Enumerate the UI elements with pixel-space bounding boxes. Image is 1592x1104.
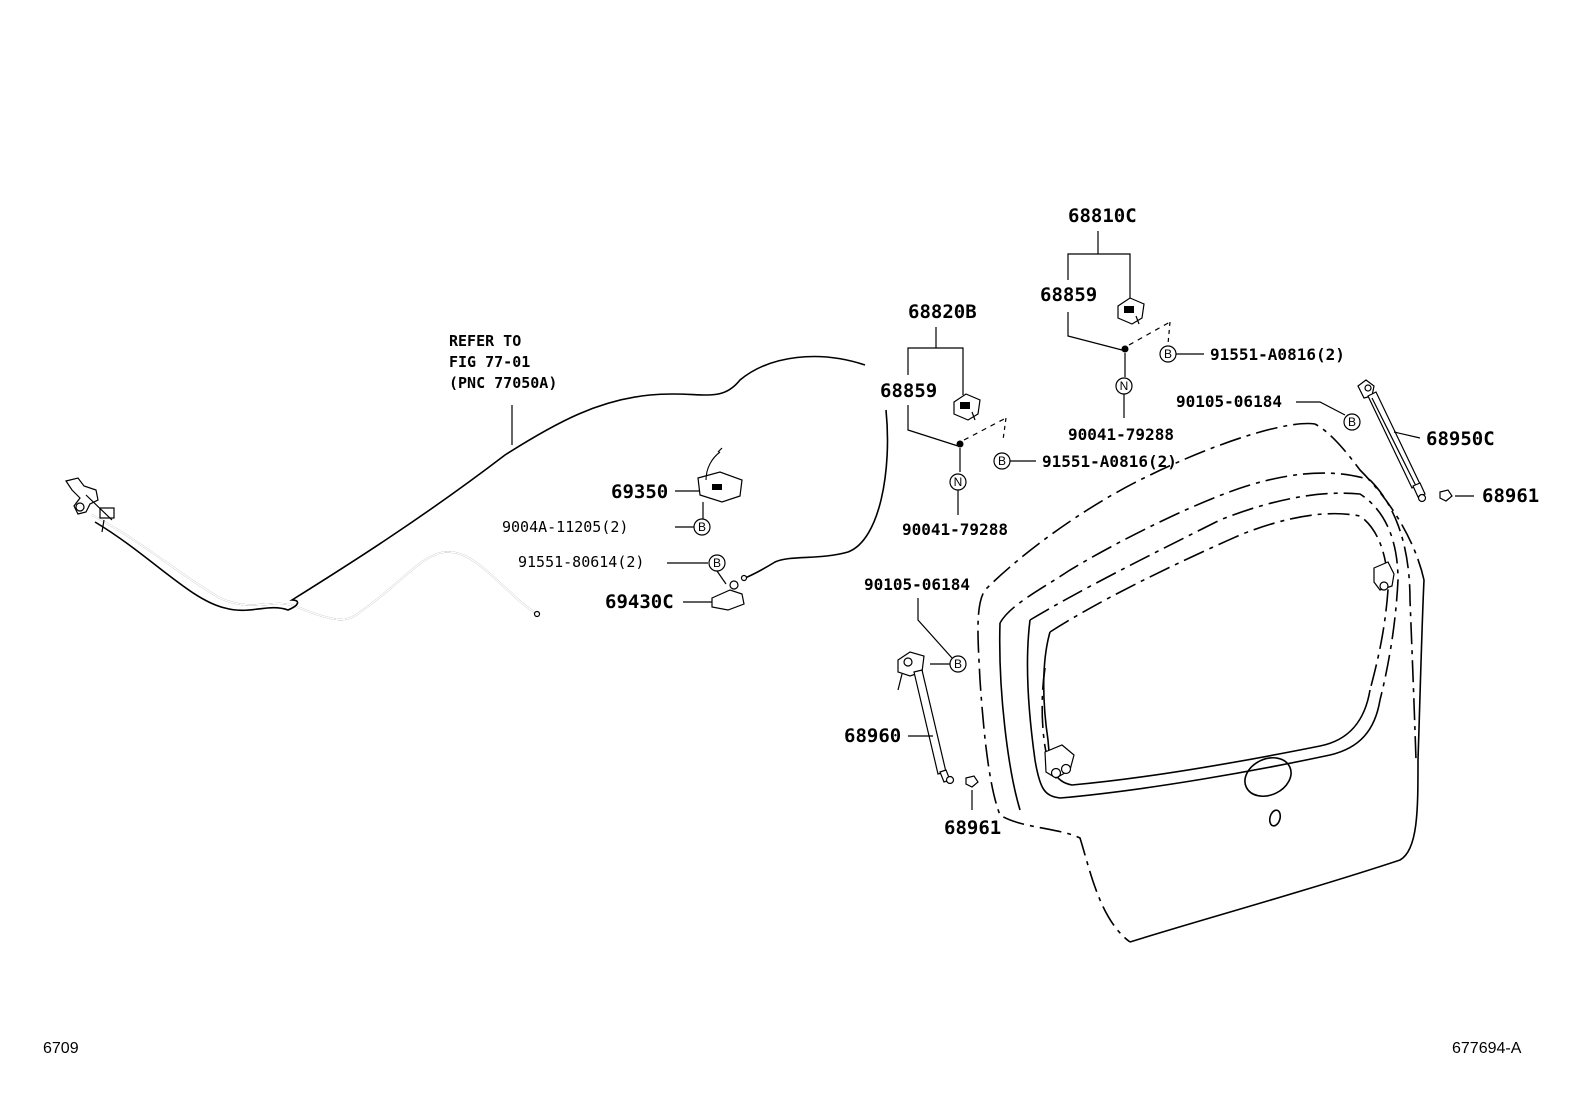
refer-line-3: (PNC 77050A) (449, 374, 557, 392)
refer-note: REFER TO FIG 77-01 (PNC 77050A) (449, 332, 557, 392)
label-68820b: 68820B (908, 301, 977, 323)
badge-n: N (1120, 379, 1129, 393)
group-68820b: 68820B 68859 N 90041-79288 B 91551-A0816… (880, 301, 1177, 539)
back-door-panel (977, 422, 1425, 943)
cable-end-bracket (65, 477, 115, 533)
label-90105-06184-left: 90105-06184 (864, 575, 970, 594)
hinge-68859-right (1117, 297, 1145, 325)
part-69430c-switch (683, 580, 745, 611)
label-91551-a0816-right: 91551-A0816(2) (1210, 345, 1345, 364)
label-68859-left: 68859 (880, 380, 937, 402)
grommet-68961-left: 68961 (944, 775, 1001, 839)
stay-68960: 90105-06184 B 68960 (844, 575, 970, 785)
badge-n: N (954, 475, 963, 489)
part-69350-lock (675, 447, 743, 520)
badge-b: B (998, 454, 1006, 468)
grommet-68961-right: 68961 (1439, 485, 1539, 507)
label-90041-79288-right: 90041-79288 (1068, 425, 1174, 444)
callout-9004a: 9004A-11205(2) B (502, 518, 711, 536)
callout-91551-80614: 91551-80614(2) B (518, 553, 727, 585)
label-90105-06184-right: 90105-06184 (1176, 392, 1282, 411)
footer-figure-code: 677694-A (1452, 1040, 1522, 1057)
release-cable (65, 355, 889, 621)
label-69350: 69350 (611, 481, 668, 503)
badge-b: B (713, 556, 721, 570)
stay-68950c: 90105-06184 B 68950C (1176, 379, 1495, 503)
label-91551-a0816-left: 91551-A0816(2) (1042, 452, 1177, 471)
badge-b: B (1348, 415, 1356, 429)
refer-line-1: REFER TO (449, 332, 521, 350)
label-68961-left: 68961 (944, 817, 1001, 839)
label-68859-right: 68859 (1040, 284, 1097, 306)
label-68961-right: 68961 (1482, 485, 1539, 507)
group-68810c: 68810C 68859 N 90041-79288 B 91551-A0816… (1040, 205, 1345, 444)
badge-b: B (1164, 347, 1172, 361)
label-91551-80614: 91551-80614(2) (518, 553, 644, 571)
refer-line-2: FIG 77-01 (449, 353, 530, 371)
label-9004a-11205: 9004A-11205(2) (502, 518, 628, 536)
label-68950c: 68950C (1426, 428, 1495, 450)
footer-page-code: 6709 (43, 1040, 79, 1057)
label-68960: 68960 (844, 725, 901, 747)
badge-b: B (698, 520, 706, 534)
badge-b: B (954, 657, 962, 671)
label-69430c: 69430C (605, 591, 674, 613)
hinge-68859-left (953, 393, 981, 421)
label-90041-79288-left: 90041-79288 (902, 520, 1008, 539)
label-68810c: 68810C (1068, 205, 1137, 227)
